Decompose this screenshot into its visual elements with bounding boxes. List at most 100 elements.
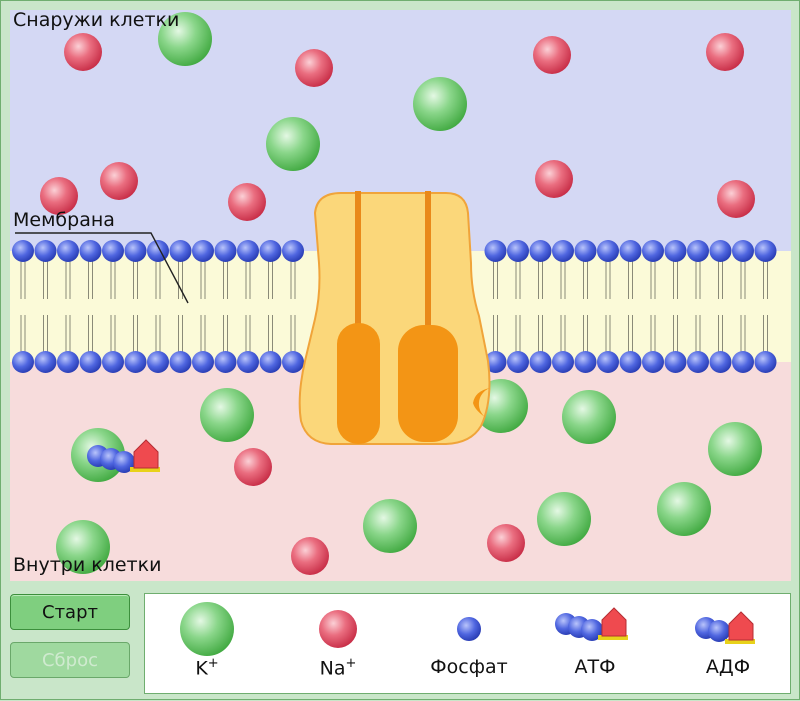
membrane-pointer-line	[15, 232, 189, 304]
potassium-ion	[200, 388, 254, 442]
reset-button[interactable]: Сброс	[10, 642, 130, 678]
sodium-ion	[234, 448, 272, 486]
lipid-head	[282, 351, 304, 373]
lipid-head	[34, 351, 57, 373]
lipid-heads	[12, 240, 777, 373]
potassium-ion	[657, 482, 711, 536]
lipid-head	[687, 240, 709, 262]
sodium-ion	[40, 177, 78, 215]
lipid-head	[79, 240, 102, 262]
sodium-potassium-pump	[298, 191, 491, 445]
lipid-head	[642, 351, 664, 373]
potassium-ion	[562, 390, 616, 444]
lipid-head	[529, 240, 552, 262]
lipid-head	[259, 240, 282, 262]
legend-potassium-charge: +	[207, 656, 219, 671]
lipid-head	[102, 240, 124, 262]
legend-atp-icon	[555, 607, 628, 641]
legend-panel: K+ Na+ Фосфат АТФ АДФ	[144, 593, 791, 694]
pump-channel-right	[425, 191, 431, 441]
lipid-head	[282, 240, 304, 262]
lipid-head	[192, 351, 214, 373]
lipid-head	[484, 351, 507, 373]
legend-adp-icon	[695, 611, 755, 644]
lipid-head	[214, 351, 237, 373]
sodium-ion	[533, 36, 571, 74]
lipid-head	[57, 240, 79, 262]
lipid-head	[12, 240, 34, 262]
ribose-base	[725, 639, 755, 644]
lipid-head	[619, 351, 642, 373]
lipid-head	[642, 240, 664, 262]
atp-icon	[87, 439, 160, 473]
legend-potassium-icon	[180, 602, 234, 656]
lipid-head	[732, 240, 754, 262]
legend-sodium-icon	[319, 610, 357, 648]
lipid-head	[597, 351, 619, 373]
potassium-ion	[266, 117, 320, 171]
lipid-head	[124, 351, 147, 373]
lipid-head	[552, 351, 574, 373]
lipid-head	[732, 351, 754, 373]
lipid-head	[664, 351, 687, 373]
sodium-ion	[717, 180, 755, 218]
adenine-base	[601, 607, 627, 637]
membrane-label: Мембрана	[13, 209, 115, 231]
legend-potassium-label: K+	[195, 656, 218, 679]
sodium-ion	[535, 160, 573, 198]
legend-icons	[180, 602, 755, 656]
sodium-ion	[64, 33, 102, 71]
lipid-head	[169, 240, 192, 262]
lipid-head	[192, 240, 214, 262]
lipid-head	[754, 240, 777, 262]
lipid-head	[507, 240, 529, 262]
sodium-ion	[291, 537, 329, 575]
potassium-ion	[708, 422, 762, 476]
lipid-head	[124, 240, 147, 262]
pump-body	[298, 192, 491, 445]
lipid-head	[34, 240, 57, 262]
legend-atp-label: АТФ	[574, 656, 616, 678]
lipid-head	[709, 351, 732, 373]
ions	[40, 12, 762, 575]
atp-molecule	[87, 439, 160, 473]
adenine-base	[133, 439, 159, 469]
phosphate-group	[581, 619, 603, 641]
lipid-head	[214, 240, 237, 262]
lipid-head	[147, 240, 169, 262]
lipid-head	[12, 351, 34, 373]
lipid-head	[507, 351, 529, 373]
pump-channel-left	[355, 191, 361, 441]
legend-potassium-symbol: K	[195, 657, 208, 680]
legend-phosphate-icon	[457, 617, 481, 641]
start-button[interactable]: Старт	[10, 594, 130, 630]
lipid-head	[79, 351, 102, 373]
legend-sodium-charge: +	[345, 656, 357, 671]
pump-subunit-left	[337, 323, 380, 444]
sodium-ion	[295, 49, 333, 87]
lipid-head	[529, 351, 552, 373]
phosphate-group	[708, 620, 730, 642]
lipid-head	[664, 240, 687, 262]
sodium-ion	[100, 162, 138, 200]
sodium-ion	[706, 33, 744, 71]
lipid-head	[259, 351, 282, 373]
lipid-head	[574, 240, 597, 262]
ribose-base	[130, 467, 160, 472]
outside-cell-label: Снаружи клетки	[13, 9, 180, 31]
pump-subunit-right	[398, 325, 458, 442]
lipid-head	[237, 240, 259, 262]
sodium-ion	[487, 524, 525, 562]
lipid-head	[709, 240, 732, 262]
legend-sodium-symbol: Na	[319, 657, 346, 680]
lipid-head	[57, 351, 79, 373]
lipid-head	[147, 351, 169, 373]
potassium-ion	[158, 12, 212, 66]
adenine-base	[728, 611, 754, 641]
lipid-head	[169, 351, 192, 373]
lipid-head	[102, 351, 124, 373]
potassium-ion	[56, 520, 110, 574]
sodium-ion	[228, 183, 266, 221]
